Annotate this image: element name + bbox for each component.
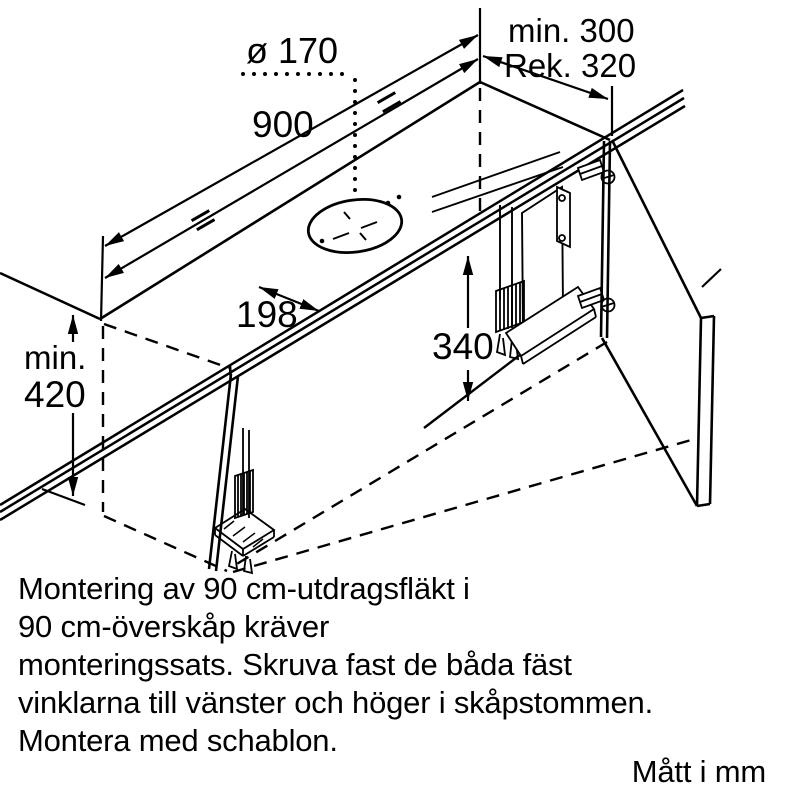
hinge-bottom [576, 286, 616, 313]
fixing-bar [556, 185, 571, 249]
caption-line: Montering av 90 cm-utdragsfläkt i [18, 571, 470, 606]
caption-line: Montera med schablon. [18, 723, 338, 758]
dim-bracket-340: 340 [432, 256, 494, 401]
right-door [599, 139, 722, 508]
duct-hole [306, 194, 404, 254]
caption-line: monteringssats. Skruva fast de båda fäst [18, 647, 572, 682]
caption-text: Montering av 90 cm-utdragsfläkt i 90 cm-… [18, 570, 653, 760]
dim-equal-spacing: = = [104, 58, 479, 279]
dim-clearance-420: min. 420 [24, 315, 86, 496]
mounting-bracket-left [213, 428, 276, 575]
equal-mark-left: = [180, 193, 225, 246]
hole-offset-label: 198 [236, 294, 298, 335]
front-rail [0, 88, 686, 522]
clearance-min-value: 420 [24, 374, 86, 415]
dim-depth: min. 300 Rek. 320 [482, 12, 636, 101]
duct-hole-center-marks [332, 211, 378, 241]
cabinet-width-label: 900 [252, 104, 314, 145]
mounting-bracket-right [495, 279, 597, 365]
caption-line: vinklarna till vänster och höger i skåps… [18, 685, 654, 720]
clearance-min-word: min. [24, 339, 86, 376]
units-note: Mått i mm [631, 754, 766, 789]
hidden-edges [101, 88, 699, 574]
extension-lines [41, 8, 614, 507]
caption-line: 90 cm-överskåp kräver [18, 609, 330, 644]
depth-min-label: min. 300 [508, 12, 635, 49]
hole-diameter-label: ø 170 [246, 30, 338, 71]
depth-recommended-label: Rek. 320 [504, 47, 636, 84]
bracket-height-label: 340 [432, 326, 494, 367]
dim-hole-offset-198: 198 [236, 285, 320, 335]
cabinet-interior [423, 151, 564, 429]
left-side-panel [207, 365, 240, 572]
